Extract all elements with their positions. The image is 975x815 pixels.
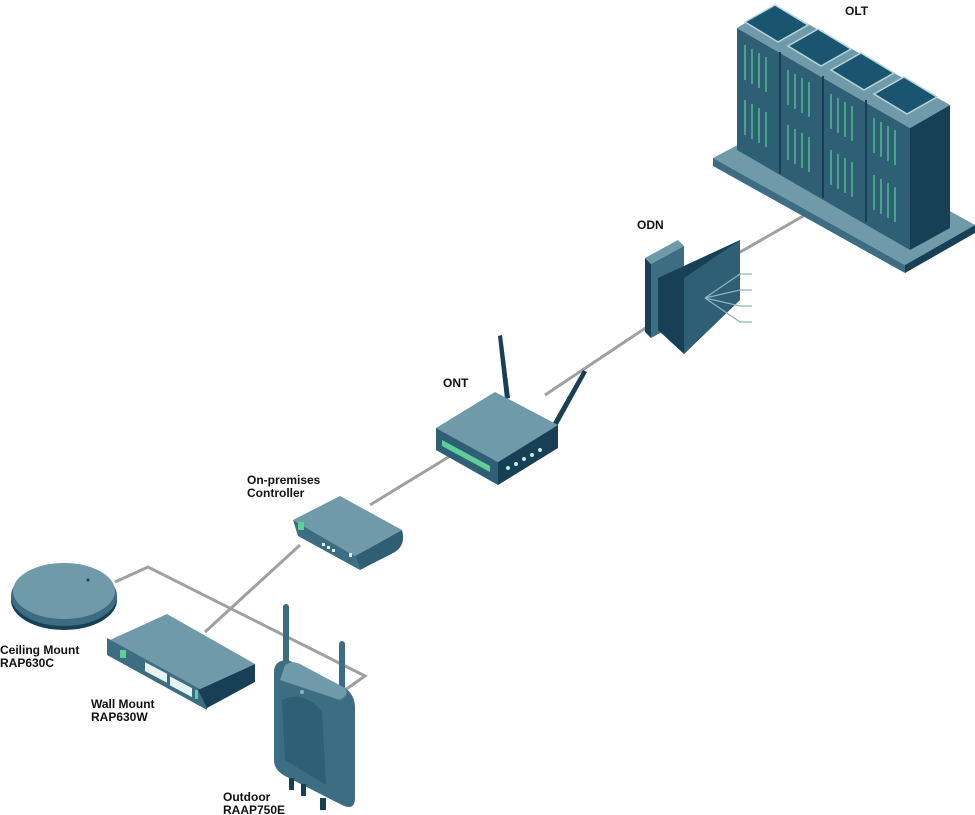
wall-label: Wall Mount RAP630W [91,698,155,724]
wall-ap-icon [107,614,255,710]
wall-label-line2: RAP630W [91,710,148,724]
outdoor-label-line2: RAAP750E [223,803,286,815]
odn-label: ODN [637,218,664,232]
odn-icon [645,240,752,354]
controller-label-line1: On-premises [247,473,321,487]
ont-label: ONT [443,376,469,390]
controller-label-line2: Controller [247,486,305,500]
outdoor-ap-icon [274,604,355,810]
ceiling-ap-icon [11,563,117,630]
ceiling-label: Ceiling Mount RAP630C [0,644,79,670]
outdoor-label: Outdoor RAAP750E [223,791,285,815]
links [114,213,806,692]
outdoor-label-line1: Outdoor [223,790,271,804]
link-ont-controller [369,448,461,507]
olt-label: OLT [845,4,869,18]
link-controller-wall [203,543,302,634]
link-olt-odn [734,213,806,257]
link-ceiling-outdoor [114,565,368,692]
controller-label: On-premises Controller [247,474,320,500]
controller-icon [293,496,404,570]
ceiling-label-line1: Ceiling Mount [0,643,80,657]
olt-icon [713,4,975,273]
wall-label-line1: Wall Mount [91,697,155,711]
ceiling-label-line2: RAP630C [0,656,55,670]
link-odn-ont [544,323,651,397]
ont-icon [436,335,587,485]
